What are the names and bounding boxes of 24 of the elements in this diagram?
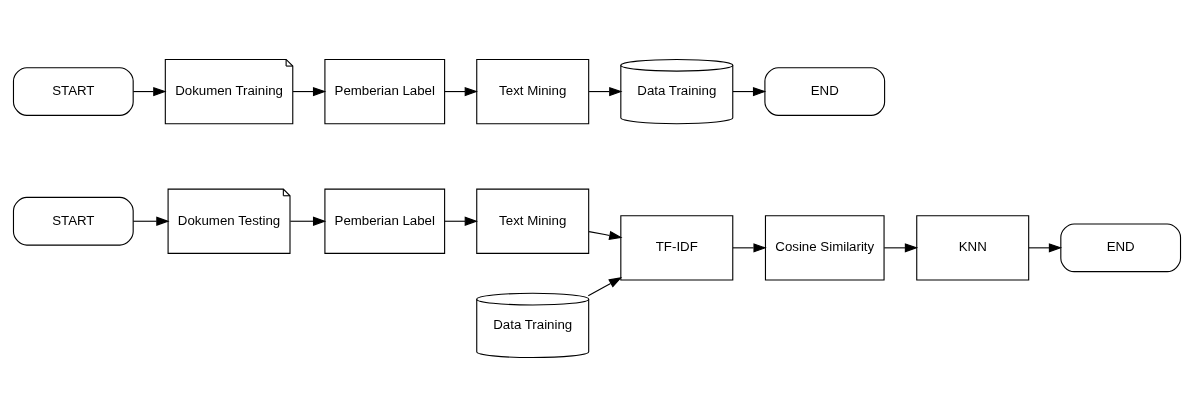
arrow bbox=[588, 230, 623, 240]
node-box: START bbox=[12, 66, 134, 116]
arrow bbox=[732, 86, 767, 96]
node-box: Cosine Similarity bbox=[764, 214, 885, 281]
node-box: Text Mining bbox=[476, 188, 590, 254]
arrow bbox=[1028, 242, 1063, 252]
arrow bbox=[289, 216, 327, 226]
arrow bbox=[292, 86, 327, 96]
arrow bbox=[132, 216, 170, 226]
arrow bbox=[732, 242, 767, 252]
node-box: Pemberian Label bbox=[324, 58, 446, 124]
node-box: Pemberian Label bbox=[324, 188, 446, 254]
arrow bbox=[883, 242, 919, 252]
node-box: Text Mining bbox=[476, 58, 590, 124]
node-box: END bbox=[764, 66, 886, 116]
arrow bbox=[444, 216, 478, 226]
arrow bbox=[588, 86, 623, 96]
node-box: KNN bbox=[916, 214, 1030, 281]
node-box: TF-IDF bbox=[620, 214, 734, 281]
arrow bbox=[444, 86, 478, 96]
node-box: START bbox=[12, 196, 134, 246]
arrow bbox=[587, 276, 623, 296]
arrow bbox=[132, 86, 167, 96]
node-box: END bbox=[1060, 222, 1182, 272]
